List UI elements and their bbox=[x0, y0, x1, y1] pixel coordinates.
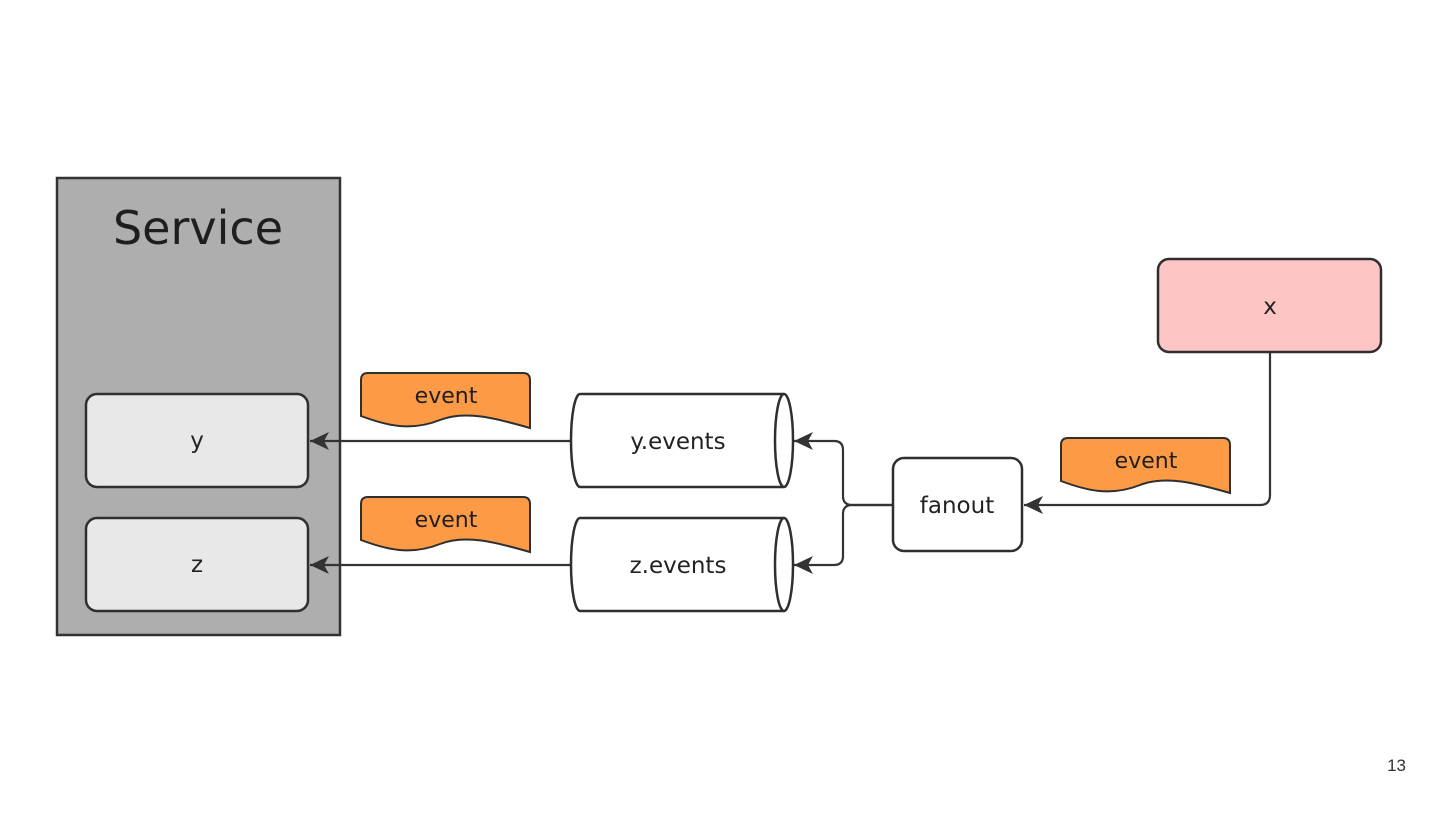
source-node-x: x bbox=[1156, 257, 1383, 354]
edges bbox=[310, 352, 1272, 574]
edge-fanout-to-y-events bbox=[794, 432, 893, 507]
service-child-y-box bbox=[84, 392, 310, 489]
service-child-z-box bbox=[84, 516, 310, 613]
topic-y-events-label: y.events bbox=[630, 429, 725, 455]
event-flag-z-shape bbox=[360, 496, 531, 554]
fanout-box bbox=[891, 456, 1024, 553]
topic-z-events-end bbox=[773, 516, 785, 613]
event-flag-fanout-shape bbox=[1060, 437, 1231, 495]
source-label-x: x bbox=[1263, 294, 1277, 320]
service-child-z-label: z bbox=[191, 552, 203, 578]
edge-fanout-to-z-events bbox=[794, 503, 893, 574]
topic-y-events-end bbox=[773, 392, 785, 489]
service-child-y: y bbox=[84, 392, 310, 489]
topic-y-events: y.events bbox=[569, 392, 795, 489]
event-flag-fanout-label: event bbox=[1115, 449, 1178, 474]
event-flag-y-shape bbox=[360, 372, 531, 430]
event-flag-fanout: event bbox=[1060, 437, 1231, 495]
topic-z-events-label: z.events bbox=[630, 553, 727, 579]
service-child-y-label: y bbox=[190, 428, 204, 454]
fanout-node: fanout bbox=[891, 456, 1024, 553]
event-flag-z: event bbox=[360, 496, 531, 554]
event-flag-y-label: event bbox=[415, 384, 478, 409]
service-title: Service bbox=[113, 201, 283, 255]
service-child-z: z bbox=[84, 516, 310, 613]
page-number: 13 bbox=[1387, 756, 1406, 775]
event-flag-z-label: event bbox=[415, 508, 478, 533]
fanout-label: fanout bbox=[920, 493, 994, 519]
event-flag-y: event bbox=[360, 372, 531, 430]
edge-x-to-fanout bbox=[1024, 352, 1272, 514]
topic-z-events: z.events bbox=[569, 516, 795, 613]
source-box-x bbox=[1156, 257, 1383, 354]
